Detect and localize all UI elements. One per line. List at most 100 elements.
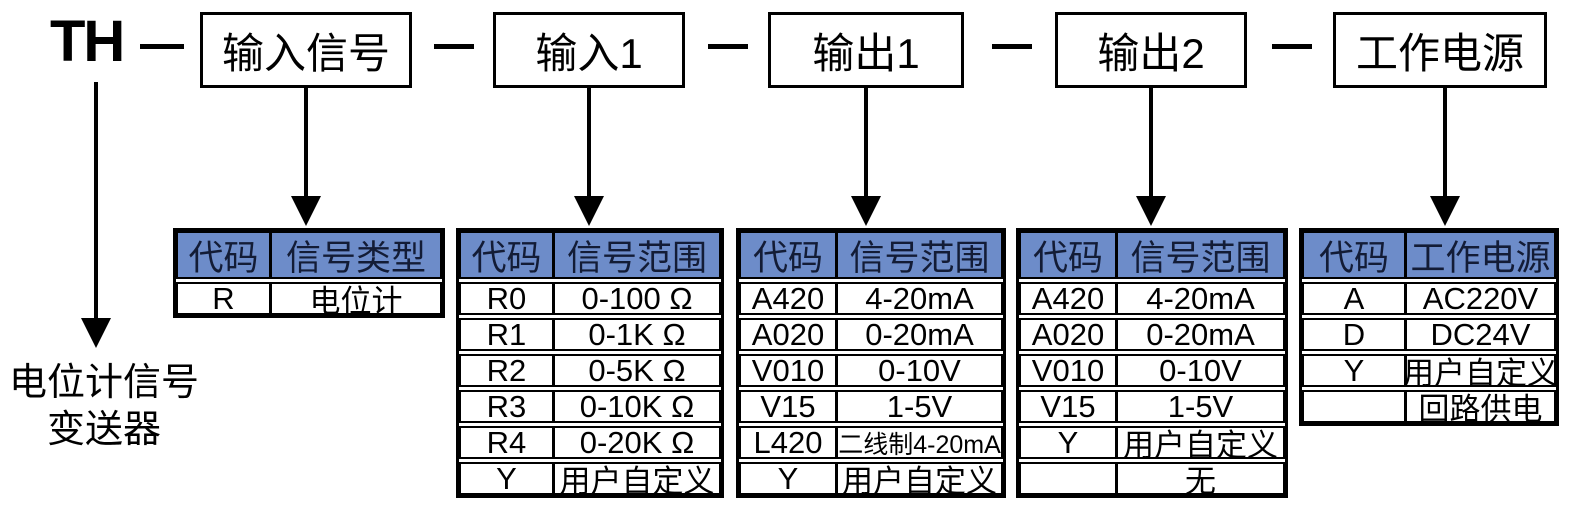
code-cell: V010 <box>741 356 838 385</box>
value-cell: 0-10K Ω <box>579 392 695 421</box>
table-row: 无 <box>1019 462 1285 495</box>
code-cell: A020 <box>741 320 838 349</box>
value-cell: 0-5K Ω <box>588 356 686 385</box>
table-row: R2 0-5K Ω <box>459 354 721 387</box>
table-row: 回路供电 <box>1302 390 1556 423</box>
dash-connector <box>992 44 1032 49</box>
value-cell: 用户自定义 <box>1123 428 1278 457</box>
down-arrow-icon <box>574 196 604 226</box>
code-cell: R <box>178 284 272 313</box>
value-cell: 0-10V <box>1159 356 1242 385</box>
arrow-line <box>94 82 98 318</box>
prefix-note-line1: 电位计信号 <box>8 362 199 404</box>
top-box-label: 工作电源 <box>1355 29 1524 77</box>
value-cell: AC220V <box>1422 284 1539 313</box>
header-code-cell: 代码 <box>1304 233 1407 277</box>
value-cell: 二线制4-20mA <box>838 430 1001 458</box>
header-code-cell: 代码 <box>461 233 555 277</box>
prefix-note-line2: 变送器 <box>46 409 161 451</box>
value-cell: 用户自定义 <box>842 464 997 493</box>
table-header-row: 代码 工作电源 <box>1302 231 1556 279</box>
value-cell: 0-20mA <box>1146 320 1255 349</box>
arrow-line <box>304 88 308 196</box>
table-row: A420 4-20mA <box>1019 282 1285 315</box>
value-cell: 1-5V <box>886 392 953 421</box>
down-arrow-icon <box>1136 196 1166 226</box>
value-cell: 1-5V <box>1167 392 1234 421</box>
code-cell: Y <box>461 464 555 493</box>
code-cell: R4 <box>461 428 555 457</box>
code-cell: A <box>1304 284 1407 313</box>
value-cell: 4-20mA <box>1146 284 1255 313</box>
header-code-cell: 代码 <box>741 233 838 277</box>
top-box-label: 输入信号 <box>221 29 390 77</box>
code-cell: A420 <box>741 284 838 313</box>
top-box-label: 输入1 <box>535 29 643 77</box>
header-value-cell: 工作电源 <box>1410 238 1551 278</box>
table-row: A020 0-20mA <box>739 318 1003 351</box>
code-cell: L420 <box>741 428 838 457</box>
arrow-line <box>1149 88 1153 196</box>
dash-connector <box>434 44 474 49</box>
header-value-cell: 信号范围 <box>1130 238 1271 278</box>
value-cell: 无 <box>1185 464 1216 493</box>
code-cell: V15 <box>741 392 838 421</box>
code-cell: Y <box>1021 428 1118 457</box>
code-cell: D <box>1304 320 1407 349</box>
dash-connector <box>708 44 748 49</box>
value-cell: DC24V <box>1430 320 1531 349</box>
arrow-line <box>1443 88 1447 196</box>
value-cell: 用户自定义 <box>559 464 715 493</box>
code-cell <box>1021 464 1118 493</box>
table-header-row: 代码 信号类型 <box>176 231 442 279</box>
down-arrow-icon <box>851 196 881 226</box>
prefix-note: 电位计信号 变送器 <box>0 360 208 454</box>
top-box-label: 输出1 <box>812 29 920 77</box>
top-box-output1: 输出1 <box>768 12 964 88</box>
code-cell: R3 <box>461 392 555 421</box>
value-cell: 0-20mA <box>865 320 974 349</box>
down-arrow-icon <box>1430 196 1460 226</box>
code-cell: A420 <box>1021 284 1118 313</box>
value-cell: 电位计 <box>309 284 403 313</box>
code-cell: R0 <box>461 284 555 313</box>
table-row: A AC220V <box>1302 282 1556 315</box>
arrow-line <box>864 88 868 196</box>
table-row: R 电位计 <box>176 282 442 315</box>
down-arrow-icon <box>291 196 321 226</box>
table-header-row: 代码 信号范围 <box>459 231 721 279</box>
code-cell: R2 <box>461 356 555 385</box>
table-row: V010 0-10V <box>739 354 1003 387</box>
down-arrow-icon <box>81 318 111 348</box>
top-box-label: 输出2 <box>1097 29 1205 77</box>
table-row: D DC24V <box>1302 318 1556 351</box>
header-value-cell: 信号范围 <box>566 238 707 278</box>
top-box-input1: 输入1 <box>493 12 685 88</box>
top-box-power: 工作电源 <box>1333 12 1547 88</box>
arrow-line <box>587 88 591 196</box>
header-code-cell: 代码 <box>178 233 272 277</box>
value-cell: 0-10V <box>878 356 961 385</box>
code-cell: V15 <box>1021 392 1118 421</box>
table-header-row: 代码 信号范围 <box>739 231 1003 279</box>
code-cell <box>1304 392 1407 421</box>
table-row: R3 0-10K Ω <box>459 390 721 423</box>
top-box-output2: 输出2 <box>1055 12 1247 88</box>
table-header-row: 代码 信号范围 <box>1019 231 1285 279</box>
top-box-input-signal: 输入信号 <box>200 12 412 88</box>
value-cell: 回路供电 <box>1418 392 1543 421</box>
code-cell: A020 <box>1021 320 1118 349</box>
dash-connector <box>140 44 184 49</box>
